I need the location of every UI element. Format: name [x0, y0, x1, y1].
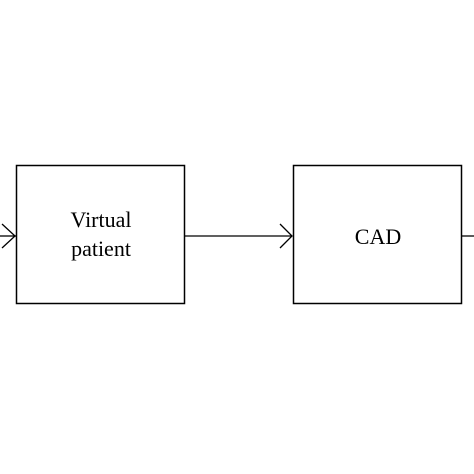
arrow-virtual-patient-to-cad	[185, 223, 293, 249]
node-cad-box	[292, 164, 463, 305]
node-virtual-patient-label-line-1: Virtual	[71, 207, 132, 232]
node-virtual-patient: Virtual patient	[15, 164, 186, 305]
incoming-arrow	[0, 223, 16, 249]
node-cad-label: CAD	[355, 224, 401, 249]
node-virtual-patient-box	[15, 164, 186, 305]
node-cad: CAD	[292, 164, 463, 305]
node-virtual-patient-label-line-2: patient	[71, 236, 131, 261]
